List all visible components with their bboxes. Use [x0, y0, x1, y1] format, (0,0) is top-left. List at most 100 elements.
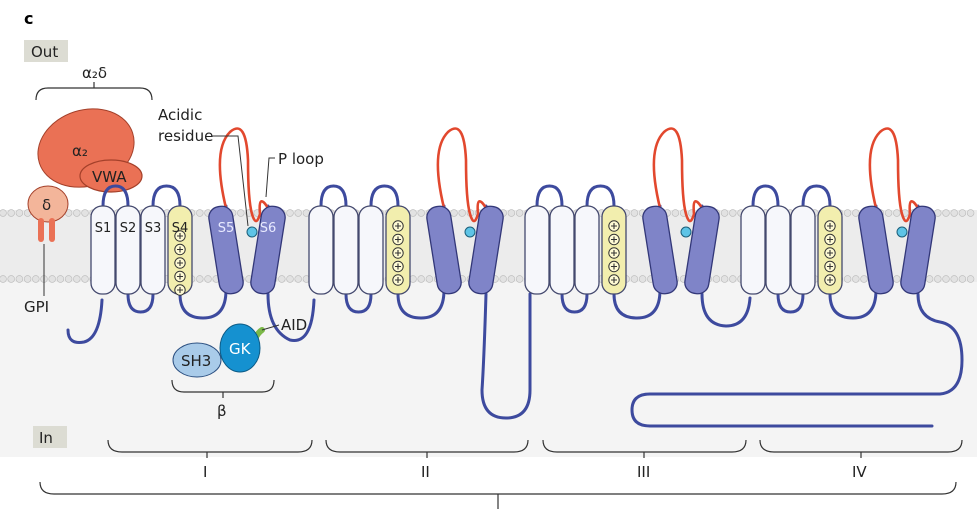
- segment-s4: [817, 205, 843, 295]
- p-loop: [868, 127, 920, 223]
- lipid-head: [507, 275, 516, 283]
- lipid-head: [73, 275, 81, 283]
- acidic-residue-label-line1: Acidic: [158, 106, 202, 124]
- acidic-residue-dot: [896, 226, 908, 238]
- sh3-domain: [172, 342, 222, 378]
- lipid-head: [237, 209, 245, 217]
- plus-sign: [177, 287, 183, 293]
- lipid-head: [499, 275, 507, 283]
- plus-sign: [395, 263, 401, 270]
- segment-body: [858, 205, 894, 295]
- lipid-head: [417, 275, 425, 283]
- segment-label: S4: [172, 221, 189, 236]
- lipid-head: [671, 209, 680, 217]
- lipid-head: [893, 209, 901, 217]
- segment-body: [765, 205, 791, 295]
- segment-s2: [333, 205, 359, 295]
- lipid-head: [884, 209, 893, 217]
- segment-body: [524, 205, 550, 295]
- lipid-head: [860, 275, 868, 283]
- lipid-head: [630, 275, 639, 283]
- lipid-head: [729, 209, 737, 217]
- out-label: Out: [31, 43, 58, 61]
- panel-letter: c: [24, 9, 33, 28]
- lipid-head: [843, 209, 852, 217]
- lipid-head: [425, 275, 434, 283]
- plus-sign: [827, 236, 833, 243]
- segment-body: [140, 205, 166, 295]
- acidic-residue-pointer: [212, 135, 249, 227]
- segment-s3: S3: [140, 205, 166, 295]
- lipid-head: [720, 275, 729, 283]
- lipid-head: [729, 275, 737, 283]
- lipid-head: [0, 275, 7, 283]
- lipid-head: [942, 275, 950, 283]
- lipid-head: [278, 275, 286, 283]
- lipid-head: [942, 209, 950, 217]
- plus-sign: [827, 250, 833, 256]
- lipid-head: [196, 275, 204, 283]
- beta-subunit: SH3 GK AID β: [171, 316, 307, 420]
- segment-label: S3: [145, 221, 162, 236]
- lipid-head: [286, 209, 294, 217]
- domain-label-iv: IV: [852, 463, 867, 481]
- lipid-head: [0, 209, 7, 217]
- lipid-head: [852, 209, 860, 217]
- segment-label: S1: [95, 221, 112, 236]
- segment-body: [208, 205, 244, 295]
- vwa-label: VWA: [92, 168, 127, 186]
- domain-label-ii: II: [421, 463, 430, 481]
- out-label-box: [24, 40, 68, 62]
- lipid-head: [64, 275, 73, 283]
- acidic-residue-dot: [680, 226, 692, 238]
- plus-sign: [827, 277, 833, 283]
- alpha2delta-bracket: [35, 87, 153, 101]
- segment-s5: [426, 205, 462, 295]
- lipid-head: [23, 275, 32, 283]
- alpha2-delta-subunit: α₂δ α₂ VWA δ GPI: [24, 64, 153, 316]
- sh3-label: SH3: [181, 352, 211, 370]
- plus-sign: [395, 223, 401, 229]
- segment-s1: [740, 205, 766, 295]
- domain-label-iii: III: [637, 463, 650, 481]
- segment-label: S5: [218, 221, 235, 236]
- lipid-head: [409, 209, 417, 217]
- segment-s5: [858, 205, 894, 295]
- lipid-head: [7, 209, 15, 217]
- segment-s2: [765, 205, 791, 295]
- lipid-head: [32, 275, 40, 283]
- lipid-head: [966, 209, 975, 217]
- segment-label: S2: [120, 221, 137, 236]
- acidic-residue-label-line2: residue: [158, 127, 213, 145]
- lipid-head: [950, 275, 958, 283]
- aid-label: AID: [281, 316, 307, 334]
- gk-label: GK: [229, 340, 252, 358]
- p-loop: [652, 127, 704, 223]
- plus-sign: [177, 260, 183, 266]
- segment-label: S6: [260, 221, 277, 236]
- lipid-head: [286, 275, 294, 283]
- plus-sign: [395, 236, 401, 243]
- domain-bracket-i: [107, 439, 313, 453]
- alpha2-label: α₂: [72, 142, 88, 160]
- plus-sign: [611, 236, 617, 243]
- lipid-head: [73, 209, 81, 217]
- lipid-head: [958, 209, 967, 217]
- segment-s6: S6: [250, 205, 286, 295]
- lipid-head: [450, 209, 458, 217]
- segment-s5: S5: [208, 205, 244, 295]
- acidic-residue-dot: [464, 226, 476, 238]
- lipid-head: [294, 275, 302, 283]
- plus-sign: [395, 250, 401, 256]
- annotations: Acidic residue P loop: [158, 106, 324, 227]
- segment-s1: [308, 205, 334, 295]
- gpi-anchor-left: [38, 218, 44, 242]
- p-loop: [436, 127, 488, 223]
- domain-brackets: I II III IV: [39, 439, 963, 509]
- delta-domain: [27, 185, 69, 223]
- segment-body: [740, 205, 766, 295]
- lipid-head: [196, 209, 204, 217]
- plus-sign: [177, 273, 183, 280]
- lipid-head: [630, 209, 639, 217]
